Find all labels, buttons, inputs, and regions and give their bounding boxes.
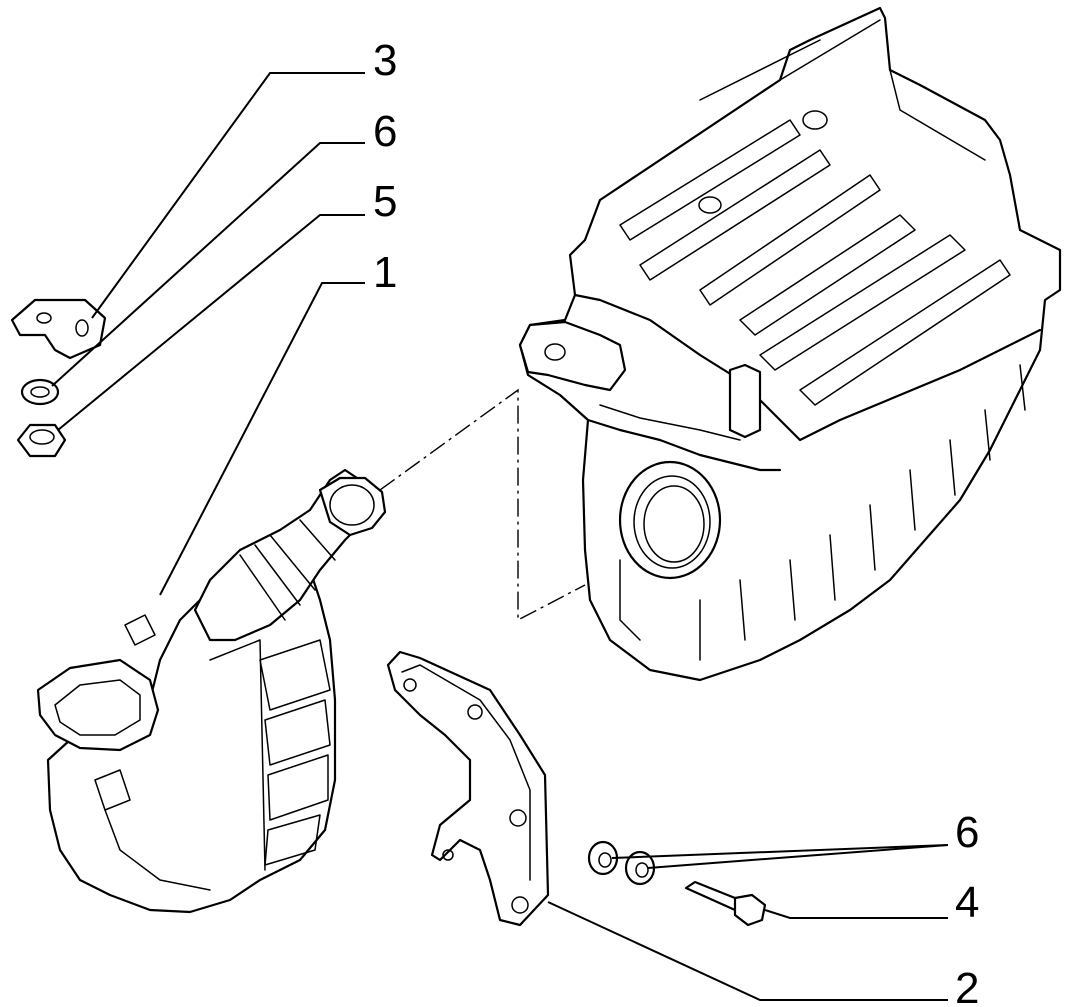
intake-resonator: [36, 468, 387, 914]
bolt: [684, 880, 767, 927]
callout-6-top: 6: [373, 107, 397, 156]
callout-4: 4: [955, 878, 979, 927]
washers-bottom: [587, 840, 656, 886]
leader-lines: [51, 72, 949, 1001]
callout-3: 3: [373, 36, 397, 85]
small-bracket: [10, 298, 107, 360]
callout-2: 2: [955, 964, 979, 1007]
callout-5: 5: [373, 177, 397, 226]
air-filter-housing: [518, 6, 1062, 682]
callout-1: 1: [373, 248, 397, 297]
mounting-bracket: [386, 650, 550, 927]
alignment-axis: [379, 388, 586, 622]
callout-6-bottom: 6: [955, 808, 979, 857]
washer-top: [20, 378, 60, 406]
nut: [16, 423, 67, 458]
